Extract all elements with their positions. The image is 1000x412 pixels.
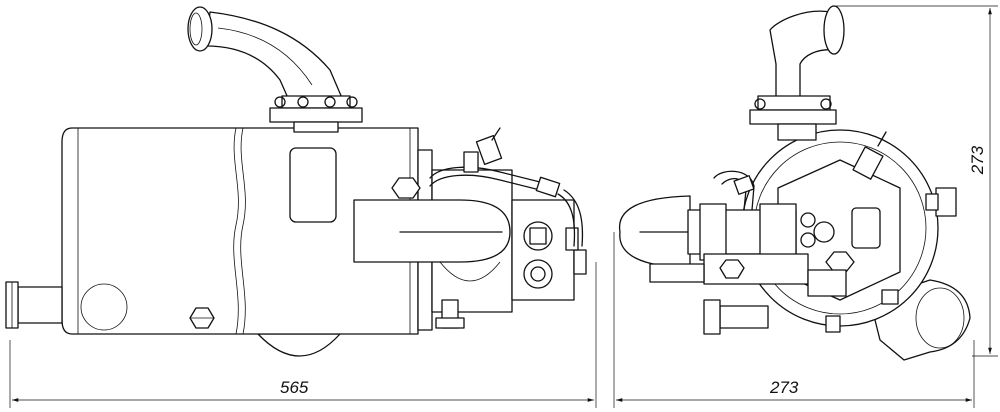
dimension-label-273-horizontal: 273 [769,378,799,397]
front-tubing [429,127,584,247]
side-bottom-stud [825,315,841,333]
side-lower-fittings [649,251,855,335]
side-inspection-plate [851,207,881,249]
side-top-pipe [749,5,845,141]
side-view [618,5,971,361]
dimension-side-height: 273 [832,5,998,357]
dimension-label-273-vertical: 273 [968,145,987,175]
front-view [5,6,587,357]
front-bottom-bowl [257,333,341,357]
side-tube [713,170,755,211]
front-hex-nut [391,177,421,199]
side-spark-plug [852,131,887,180]
front-inspection-plate [289,147,337,223]
dimension-side-width: 273 [613,232,975,408]
front-top-elbow-pipe [187,6,363,133]
dimension-label-565: 565 [280,378,309,397]
front-valve-block [511,199,587,301]
side-right-fitting [925,187,957,217]
front-left-outlet-pipe [5,281,128,331]
dimension-front-length: 565 [9,262,597,408]
front-break-line [233,127,239,335]
front-horizontal-cylinder [353,199,511,282]
